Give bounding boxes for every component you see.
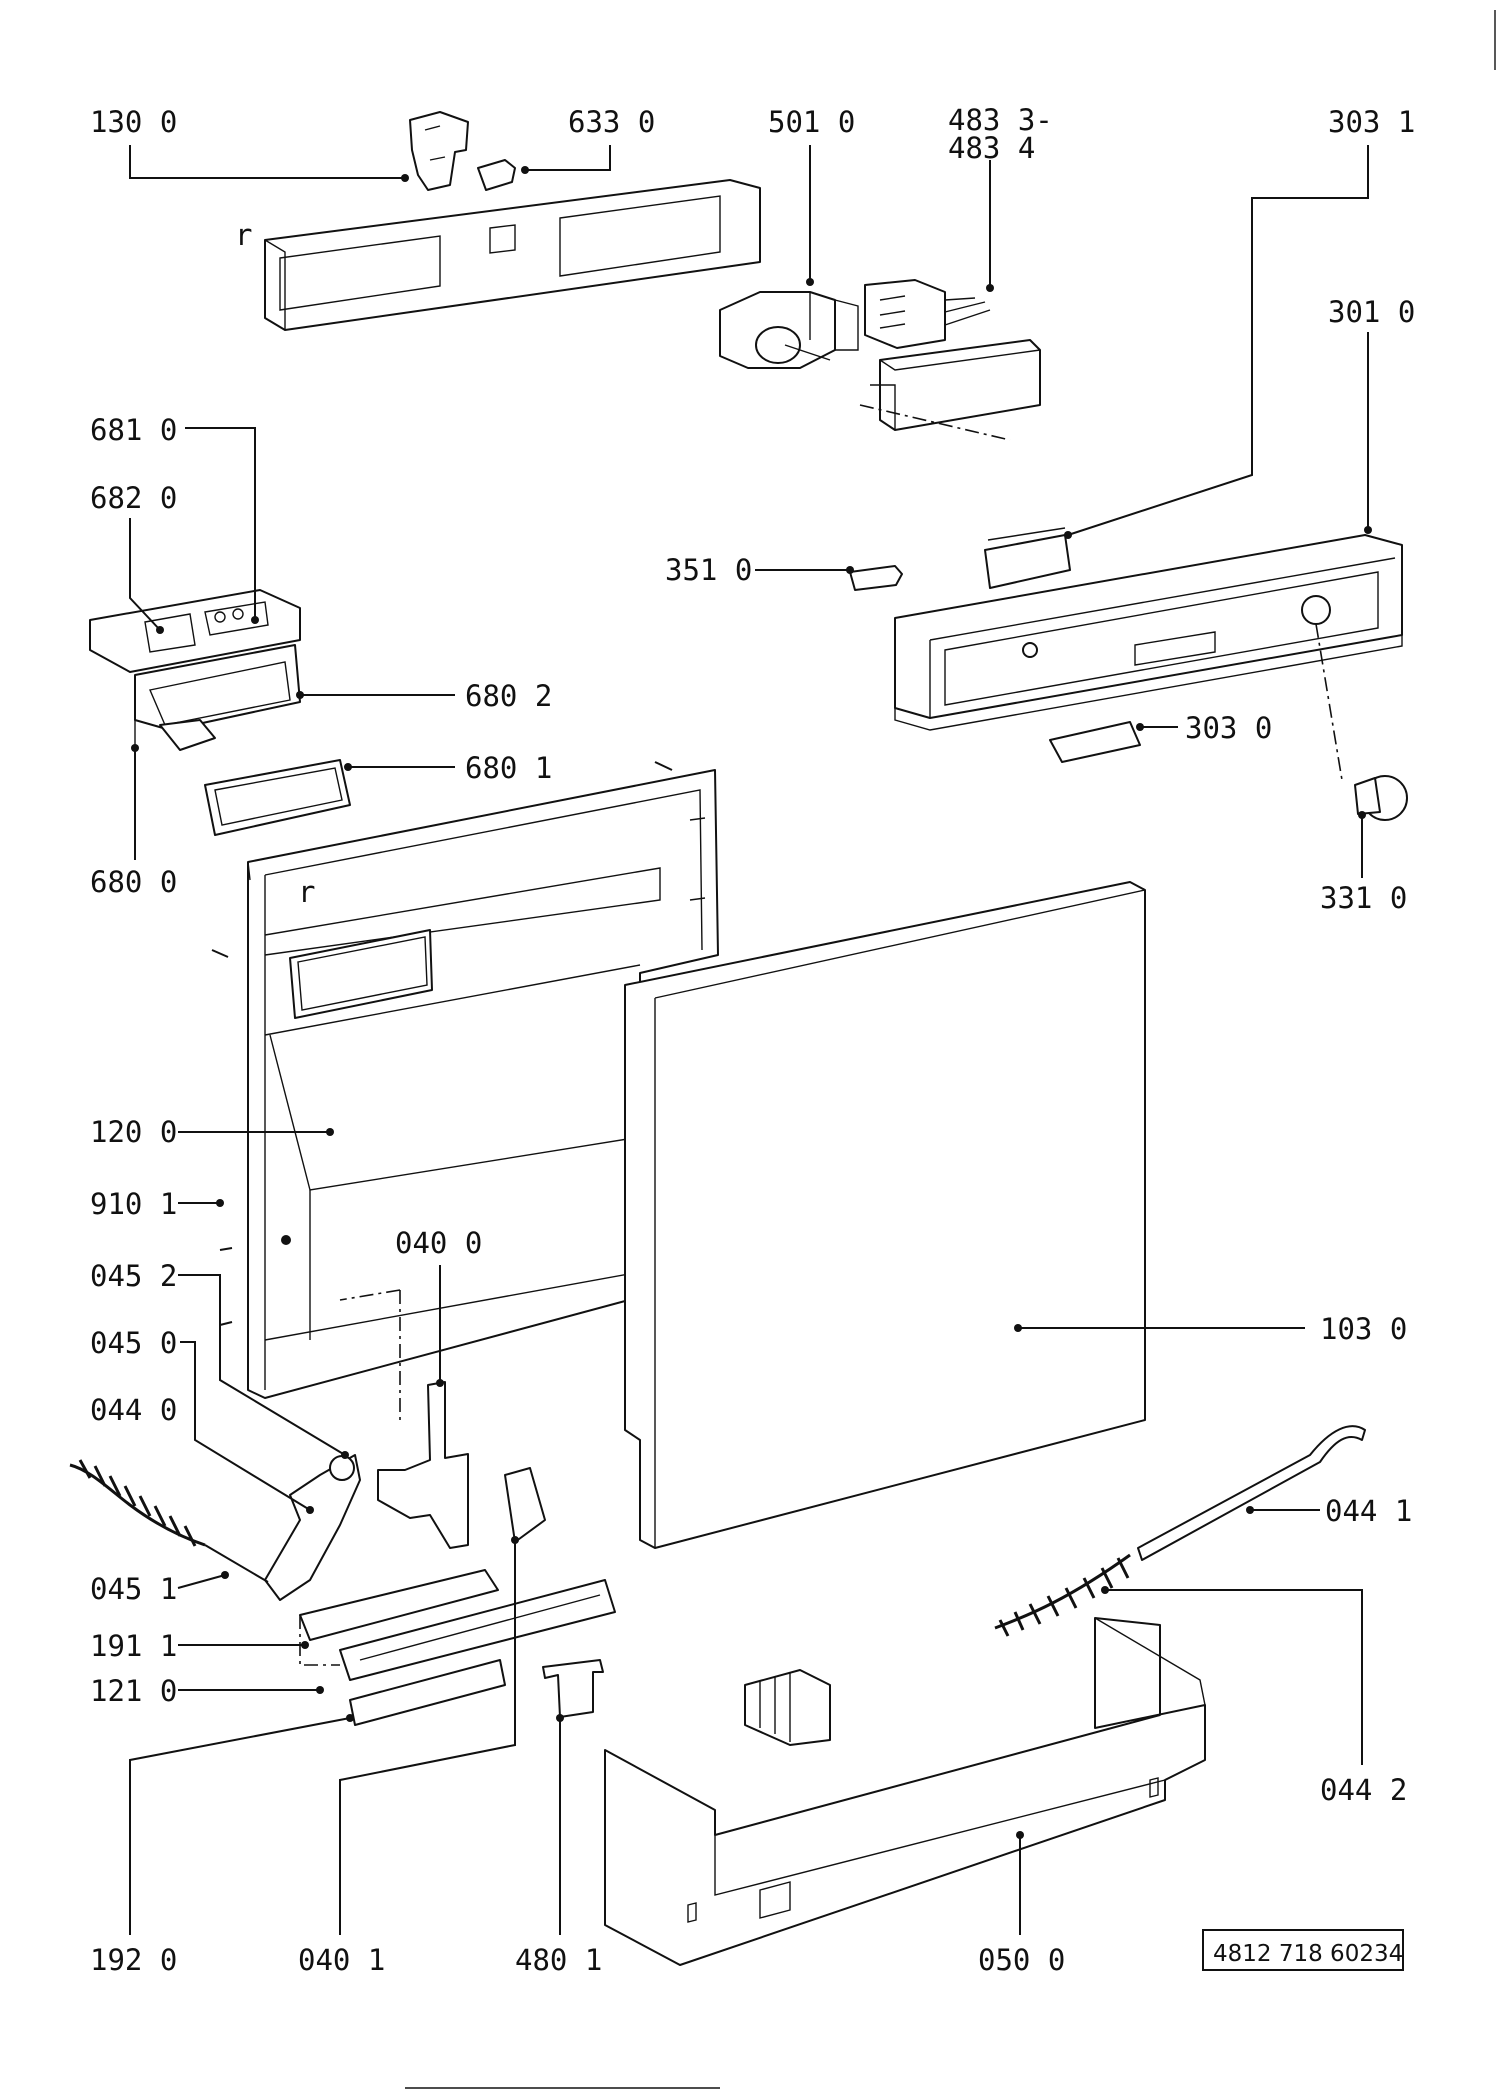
part-top-rail	[264, 179, 761, 331]
part-labels: 130 0 633 0 501 0 483 3- 483 4 303 1 301…	[90, 103, 1415, 1977]
label-044-0: 044 0	[90, 1393, 177, 1427]
label-633-0: 633 0	[568, 105, 655, 139]
part-633-0	[477, 159, 516, 191]
label-910-1: 910 1	[90, 1187, 177, 1221]
label-483-3: 483 3-	[948, 103, 1053, 137]
label-501-0: 501 0	[768, 105, 855, 139]
label-045-2: 045 2	[90, 1259, 177, 1293]
label-040-0: 040 0	[395, 1226, 482, 1260]
label-680-0: 680 0	[90, 865, 177, 899]
label-483-4: 483 4	[948, 131, 1035, 165]
label-r-mid: r	[298, 875, 315, 909]
label-303-0: 303 0	[1185, 711, 1272, 745]
label-045-0: 045 0	[90, 1326, 177, 1360]
part-301-0	[894, 534, 1403, 731]
label-681-0: 681 0	[90, 413, 177, 447]
part-045-0	[264, 1454, 361, 1601]
scan-edge-marks	[405, 10, 1496, 2089]
part-040-1	[504, 1467, 546, 1543]
part-130-0	[409, 111, 469, 191]
part-044-0	[69, 1459, 269, 1583]
label-130-0: 130 0	[90, 105, 177, 139]
drawing-number-box: 4812 718 60234	[1202, 1929, 1404, 1971]
label-480-1: 480 1	[515, 1943, 602, 1977]
label-301-0: 301 0	[1328, 295, 1415, 329]
label-331-0: 331 0	[1320, 881, 1407, 915]
part-191-1-rail	[299, 1569, 616, 1726]
drawing-number: 4812 718 60234	[1213, 1941, 1403, 1967]
label-351-0: 351 0	[665, 553, 752, 587]
part-480-1	[542, 1659, 604, 1718]
part-680-0	[89, 589, 301, 751]
part-303-0	[1049, 721, 1141, 763]
label-680-1: 680 1	[465, 751, 552, 785]
part-050-0	[604, 1617, 1206, 1966]
part-timer-housing	[859, 339, 1041, 441]
label-044-2: 044 2	[1320, 1773, 1407, 1807]
part-483-connector	[864, 279, 991, 349]
part-501-0	[719, 291, 859, 369]
leader-lines	[129, 145, 1372, 1935]
part-044-1-rod	[994, 1425, 1366, 1637]
part-331-0	[1315, 623, 1408, 821]
label-121-0: 121 0	[90, 1674, 177, 1708]
label-040-1: 040 1	[298, 1943, 385, 1977]
part-303-1	[984, 527, 1071, 589]
part-040-0	[339, 1289, 469, 1549]
label-303-1: 303 1	[1328, 105, 1415, 139]
label-120-0: 120 0	[90, 1115, 177, 1149]
part-103-0	[624, 881, 1146, 1549]
label-682-0: 682 0	[90, 481, 177, 515]
label-680-2: 680 2	[465, 679, 552, 713]
part-680-1	[204, 759, 351, 836]
label-r-top: r	[235, 218, 252, 252]
label-050-0: 050 0	[978, 1943, 1065, 1977]
label-191-1: 191 1	[90, 1629, 177, 1663]
label-045-1: 045 1	[90, 1572, 177, 1606]
screws	[211, 761, 673, 1326]
label-044-1: 044 1	[1325, 1494, 1412, 1528]
part-plinth-block	[744, 1669, 831, 1746]
label-103-0: 103 0	[1320, 1312, 1407, 1346]
part-351-0	[849, 565, 903, 591]
label-192-0: 192 0	[90, 1943, 177, 1977]
